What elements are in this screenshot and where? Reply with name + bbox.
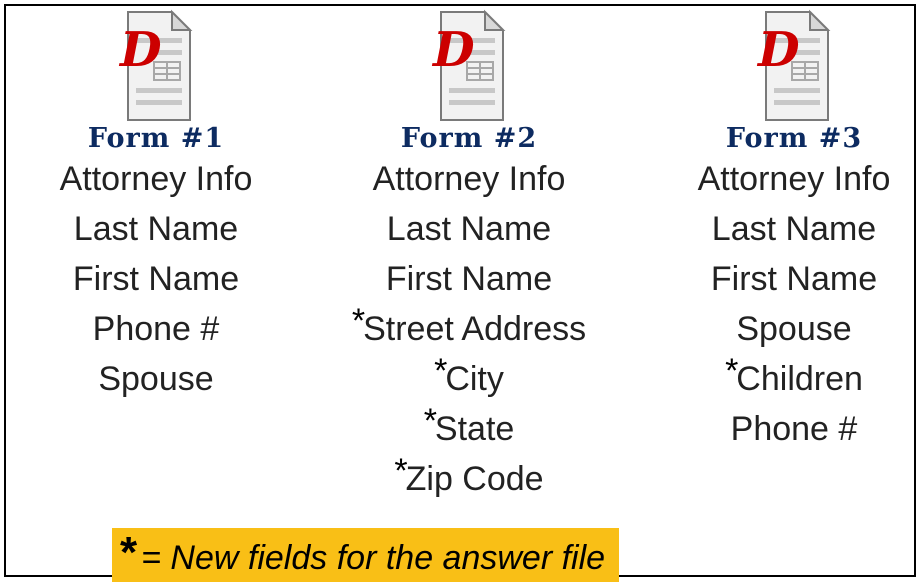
legend-text: = New fields for the answer file [141,539,606,577]
field-label: Phone # [92,310,220,348]
field-label: Spouse [736,310,852,348]
field-label-new: *Zip Code [394,452,544,498]
new-field-asterisk: * [725,352,739,390]
field-label-new: *Street Address [351,302,587,348]
field-label: First Name [72,260,240,298]
field-label: First Name [385,260,553,298]
field-label: Attorney Info [59,160,253,198]
form-title: Form #3 [725,123,863,154]
field-label: Last Name [711,210,877,248]
field-label-new: *City [434,352,504,398]
form-column-3: D Form #3 Attorney Info Last Name First … [659,8,922,454]
new-field-asterisk: * [351,302,366,340]
document-icon: D [431,9,506,121]
form-column-1: D Form #1 Attorney Info Last Name First … [21,8,291,404]
new-field-asterisk: * [394,452,408,490]
field-label: First Name [710,260,878,298]
field-label: Last Name [386,210,552,248]
new-field-asterisk: * [434,352,448,390]
form-column-2: D Form #2 Attorney Info Last Name First … [334,8,604,504]
field-label: Phone # [730,410,858,448]
new-field-asterisk: * [423,402,437,440]
field-label-new: *Children [725,352,863,398]
field-label: Last Name [73,210,239,248]
field-label: Attorney Info [372,160,566,198]
svg-text:D: D [431,22,475,78]
field-label-new: *State [423,402,515,448]
form-title: Form #2 [400,123,538,154]
document-icon: D [756,9,831,121]
svg-text:D: D [118,22,162,78]
legend-asterisk: * [120,528,138,577]
form-title: Form #1 [87,123,225,154]
field-label: Spouse [98,360,214,398]
svg-text:D: D [756,22,800,78]
document-icon: D [118,9,193,121]
legend-banner: *= New fields for the answer file [112,528,620,582]
diagram-frame: D Form #1 Attorney Info Last Name First … [4,4,916,582]
field-label: Attorney Info [697,160,891,198]
